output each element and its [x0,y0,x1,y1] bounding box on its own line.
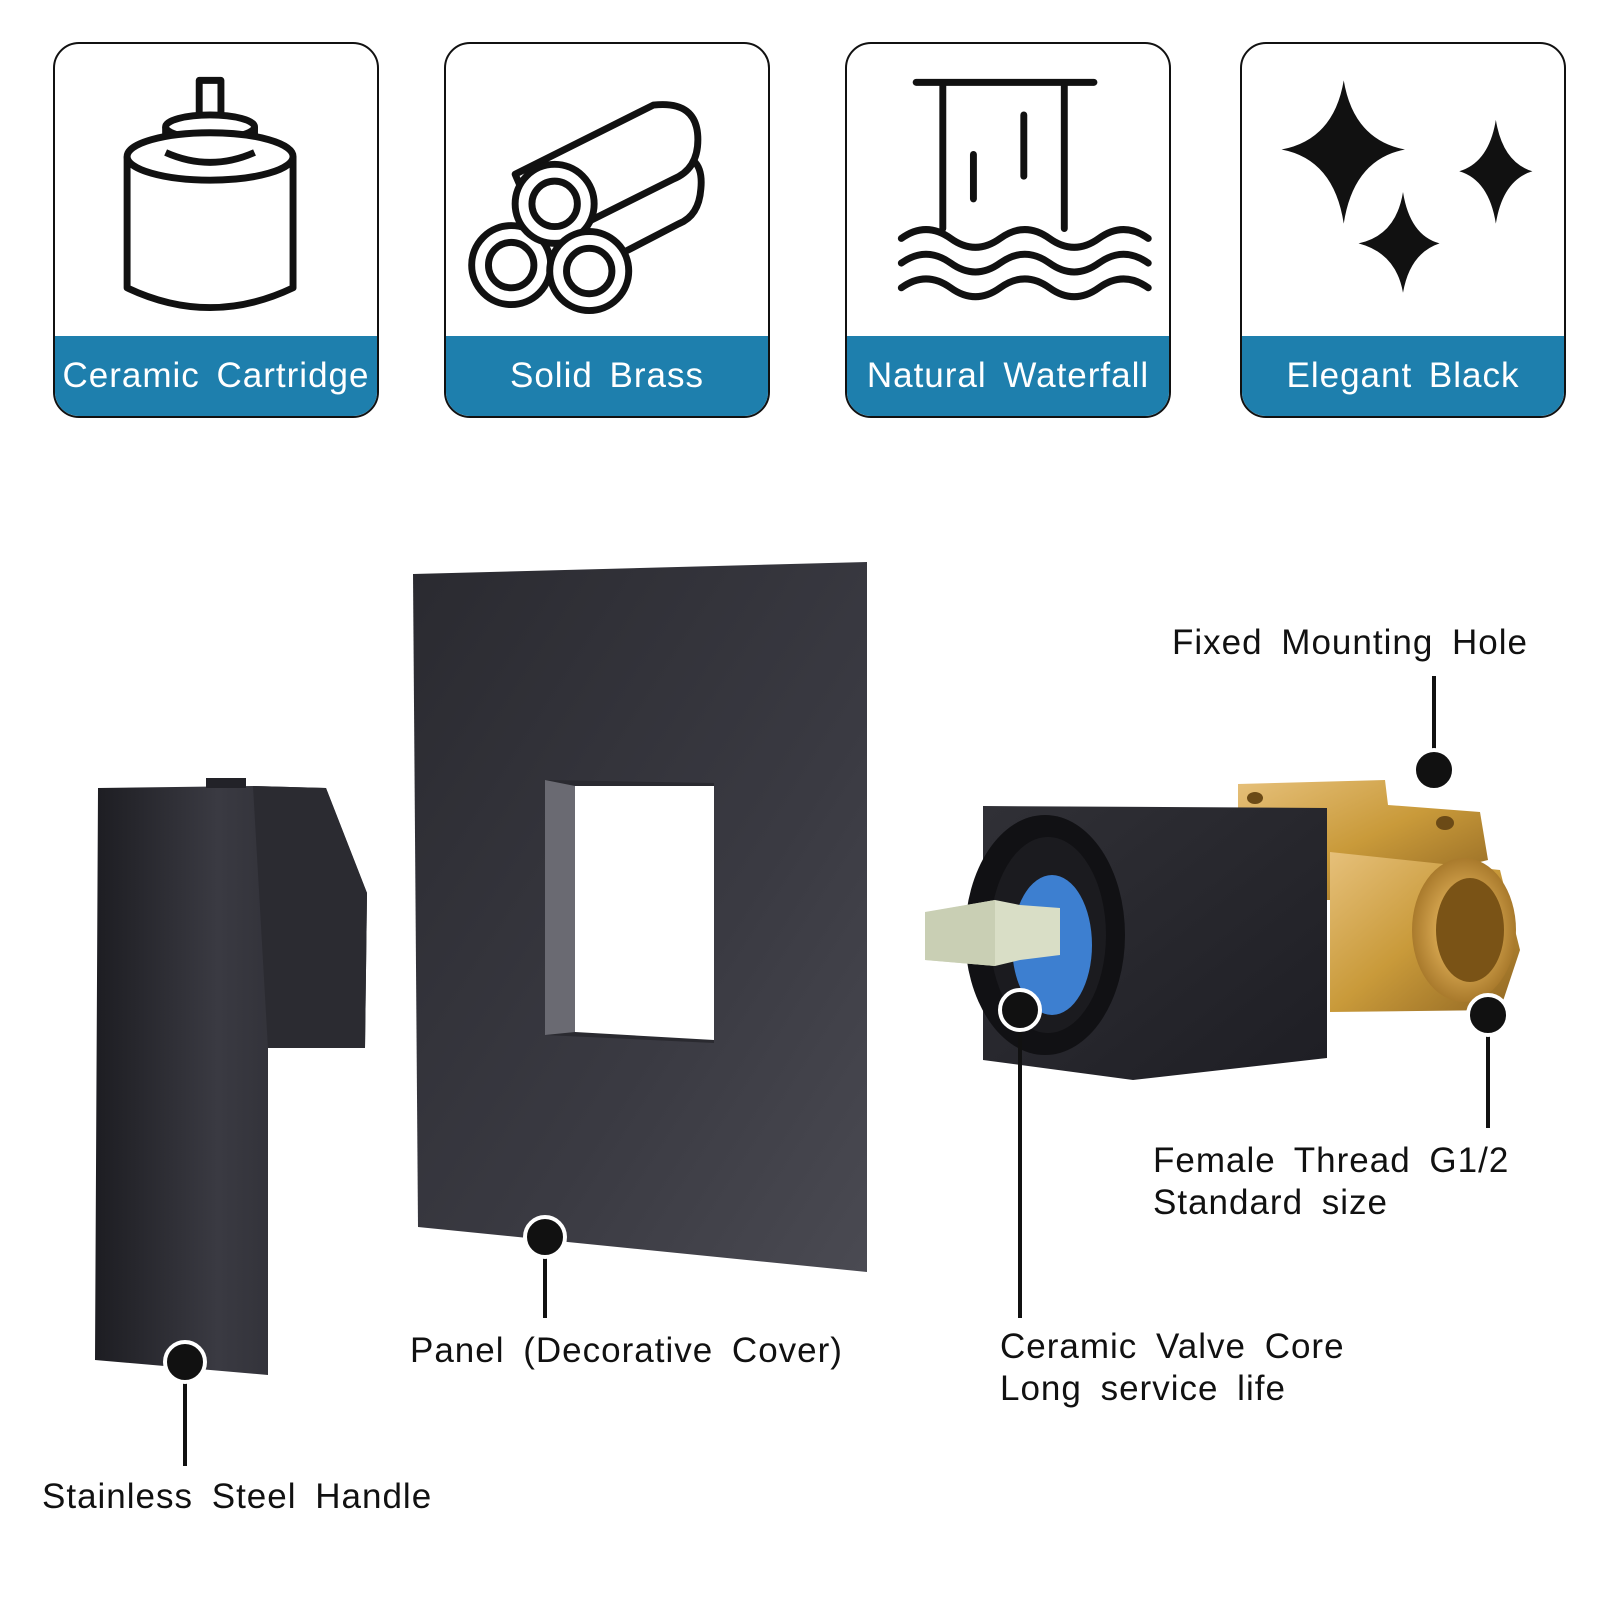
sparkle-icon [1242,44,1564,340]
valve-housing-illustration [925,806,1327,1080]
valve-core-callout-label-line1: Ceramic Valve Core [1000,1327,1345,1366]
feature-card-solid-brass: Solid Brass [444,42,770,418]
panel-illustration [413,562,867,1272]
callout-markers [163,676,1510,1466]
thread-callout-label-line2: Standard size [1153,1183,1389,1222]
feature-card-elegant-black: Elegant Black [1240,42,1566,418]
feature-label: Ceramic Cartridge [55,336,377,416]
feature-label: Solid Brass [446,336,768,416]
handle-illustration [95,778,367,1375]
waterfall-icon [847,44,1169,340]
feature-label: Elegant Black [1242,336,1564,416]
feature-card-natural-waterfall: Natural Waterfall [845,42,1171,418]
feature-card-ceramic-cartridge: Ceramic Cartridge [53,42,379,418]
cartridge-icon [55,44,377,340]
valve-core-callout-label-line2: Long service life [1000,1369,1286,1408]
handle-callout-label: Stainless Steel Handle [42,1477,433,1516]
feature-label: Natural Waterfall [847,336,1169,416]
panel-callout-label: Panel (Decorative Cover) [410,1331,843,1370]
mounting-hole-callout-label: Fixed Mounting Hole [1172,623,1528,662]
thread-callout-label-line1: Female Thread G1/2 [1153,1141,1510,1180]
brass-pipes-icon [446,44,768,340]
